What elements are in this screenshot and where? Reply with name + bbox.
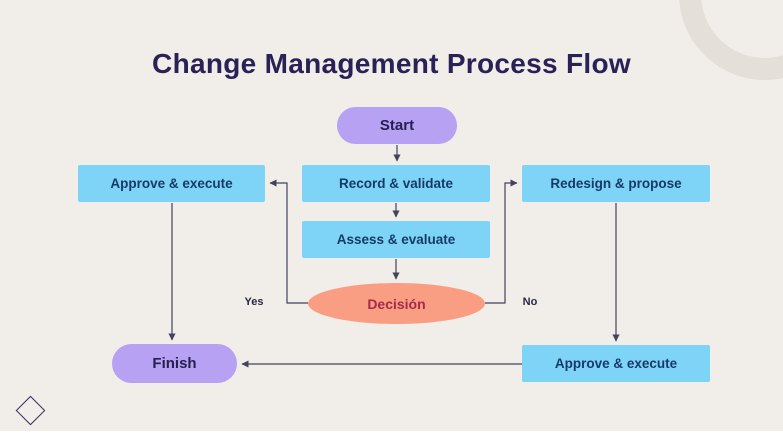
flow-node-approve-execute-bottom: Approve & execute bbox=[522, 345, 710, 382]
flow-node-start: Start bbox=[337, 107, 457, 144]
footer-bar bbox=[0, 431, 783, 440]
diamond-outline-icon bbox=[15, 395, 46, 426]
flow-node-decision: Decisión bbox=[308, 283, 485, 324]
flow-node-approve-execute-bottom-label: Approve & execute bbox=[554, 356, 678, 371]
branch-label-yes: Yes bbox=[244, 296, 264, 308]
page-title: Change Management Process Flow bbox=[152, 48, 631, 79]
flow-node-redesign-propose: Redesign & propose bbox=[522, 165, 710, 202]
flow-node-start-label: Start bbox=[379, 117, 415, 134]
flow-node-decision-label: Decisión bbox=[367, 295, 426, 312]
flow-node-record-validate: Record & validate bbox=[302, 165, 490, 202]
branch-label-no: No bbox=[522, 296, 538, 308]
flow-node-approve-execute-left: Approve & execute bbox=[78, 165, 265, 202]
flow-node-approve-execute-left-label: Approve & execute bbox=[110, 176, 233, 191]
flow-node-finish: Finish bbox=[112, 344, 237, 383]
flow-node-record-validate-label: Record & validate bbox=[338, 176, 454, 191]
flow-node-finish-label: Finish bbox=[152, 355, 197, 372]
flow-node-redesign-propose-label: Redesign & propose bbox=[550, 176, 682, 191]
flow-node-assess-evaluate-label: Assess & evaluate bbox=[336, 232, 456, 247]
flow-node-assess-evaluate: Assess & evaluate bbox=[302, 221, 490, 258]
